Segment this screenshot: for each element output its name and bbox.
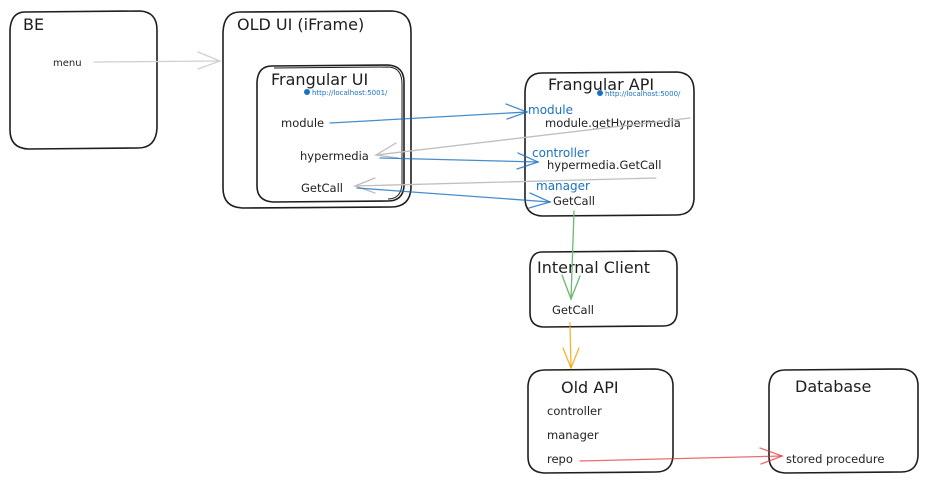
- internal-client-title: Internal Client: [537, 258, 650, 277]
- edge-menu-to-old-ui: [93, 51, 222, 70]
- frangular-api-link[interactable]: http://localhost:5000/: [605, 90, 681, 98]
- be-item-menu: menu: [53, 58, 82, 69]
- node-be[interactable]: BE menu: [9, 10, 158, 150]
- old-ui-title: OLD UI (iFrame): [237, 15, 364, 34]
- frangular-api-item-hypermedia-getcall: hypermedia.GetCall: [547, 158, 661, 172]
- old-api-title: Old API: [561, 378, 619, 397]
- database-item-stored-procedure: stored procedure: [786, 452, 884, 466]
- link-icon: [304, 89, 310, 95]
- node-database[interactable]: Database stored procedure: [768, 368, 919, 474]
- frangular-api-item-getcall: GetCall: [553, 194, 595, 208]
- edge-getcall-to-manager: [356, 187, 552, 209]
- frangular-ui-title: Frangular UI: [271, 70, 368, 89]
- old-api-item-manager: manager: [547, 428, 599, 442]
- frangular-api-title: Frangular API: [548, 75, 654, 94]
- edge-hypermedia-to-controller: [379, 152, 540, 170]
- old-api-item-repo: repo: [547, 452, 573, 466]
- internal-client-item-getcall: GetCall: [552, 303, 594, 317]
- node-internal-client[interactable]: Internal Client GetCall: [529, 250, 678, 328]
- link-icon: [597, 90, 603, 96]
- node-old-ui[interactable]: OLD UI (iFrame): [222, 10, 412, 209]
- frangular-ui-item-module: module: [281, 116, 324, 130]
- frangular-ui-item-hypermedia: hypermedia: [300, 149, 369, 163]
- edge-api-getcall-to-internal-client: [561, 210, 581, 301]
- edge-gethypermedia-to-hypermedia: [374, 117, 691, 159]
- database-title: Database: [795, 377, 871, 396]
- edge-module-to-api-module: [329, 103, 529, 124]
- frangular-api-label-module: module: [528, 103, 573, 117]
- frangular-api-item-gethypermedia: module.getHypermedia: [545, 116, 681, 130]
- node-old-api[interactable]: Old API controller manager repo: [527, 368, 674, 474]
- be-title: BE: [23, 15, 44, 34]
- node-frangular-ui[interactable]: Frangular UI http://localhost:5001/ modu…: [256, 64, 405, 203]
- frangular-api-label-controller: controller: [532, 146, 589, 160]
- frangular-ui-item-getcall: GetCall: [301, 181, 343, 195]
- edge-internal-client-to-old-api: [562, 322, 580, 370]
- node-frangular-api[interactable]: Frangular API http://localhost:5000/ mod…: [524, 71, 695, 217]
- edge-repo-to-stored-procedure: [579, 447, 784, 465]
- frangular-ui-link[interactable]: http://localhost:5001/: [312, 89, 388, 97]
- old-api-item-controller: controller: [547, 404, 602, 418]
- frangular-api-label-manager: manager: [536, 179, 590, 193]
- edge-hypermedia-getcall-to-getcall: [353, 177, 657, 194]
